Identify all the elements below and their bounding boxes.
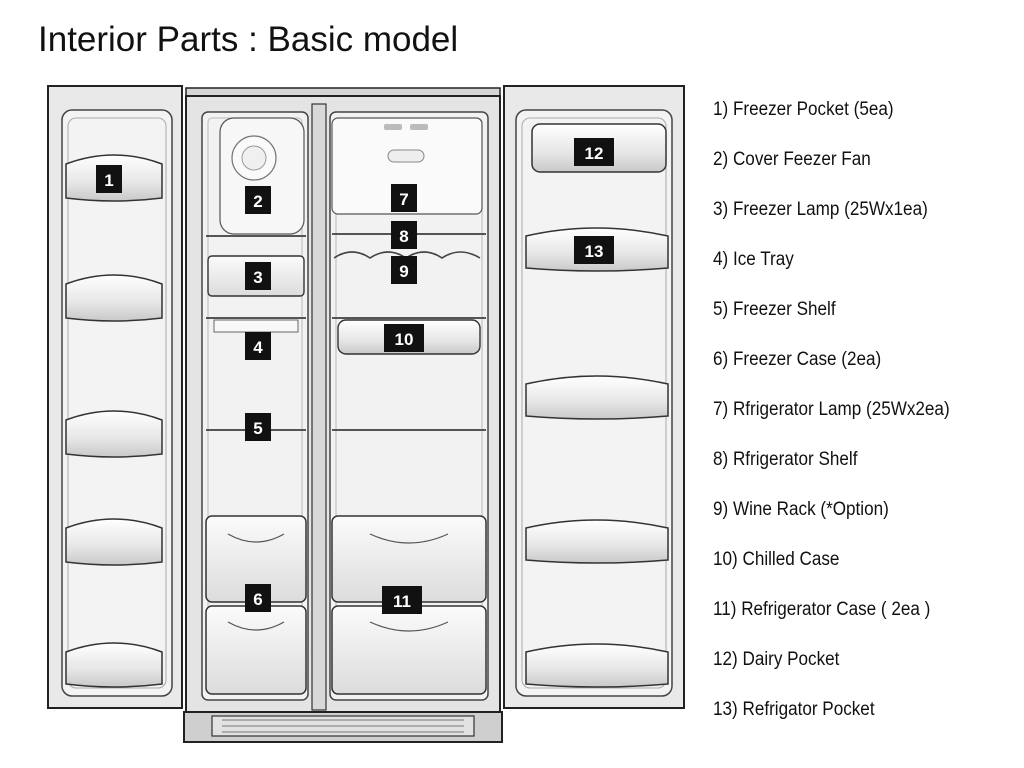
callout-13: 13	[574, 236, 614, 264]
callout-2-label: 2	[253, 192, 262, 211]
callout-11: 11	[382, 586, 422, 614]
legend-item-6: 6) Freezer Case (2ea)	[713, 349, 882, 370]
legend-item-2: 2) Cover Feezer Fan	[713, 149, 871, 170]
legend-item-11: 11) Refrigerator Case ( 2ea )	[713, 599, 931, 620]
callout-3: 3	[245, 262, 271, 290]
callout-1-label: 1	[104, 171, 113, 190]
legend-item-12: 12) Dairy Pocket	[713, 649, 840, 670]
legend-item-9: 9) Wine Rack (*Option)	[713, 499, 889, 520]
callout-12: 12	[574, 138, 614, 166]
legend-item-10: 10) Chilled Case	[713, 549, 840, 570]
callout-2: 2	[245, 186, 271, 214]
callout-6-label: 6	[253, 590, 262, 609]
callout-9: 9	[391, 256, 417, 284]
callout-5-label: 5	[253, 419, 262, 438]
parts-legend: 1) Freezer Pocket (5ea) 2) Cover Feezer …	[713, 96, 976, 746]
legend-item-3: 3) Freezer Lamp (25Wx1ea)	[713, 199, 928, 220]
callout-7-label: 7	[399, 190, 408, 209]
legend-item-1: 1) Freezer Pocket (5ea)	[713, 99, 894, 120]
callout-11-label: 11	[393, 592, 411, 611]
callout-3-label: 3	[253, 268, 262, 287]
callout-4-label: 4	[253, 338, 263, 357]
callout-12-label: 12	[585, 144, 604, 163]
callout-8-label: 8	[399, 227, 408, 246]
callout-10: 10	[384, 324, 424, 352]
legend-item-7: 7) Rfrigerator Lamp (25Wx2ea)	[713, 399, 950, 420]
refrigerator-compartment	[329, 111, 489, 701]
callout-6: 6	[245, 584, 271, 612]
callout-1: 1	[96, 165, 122, 193]
legend-item-13: 13) Refrigator Pocket	[713, 699, 875, 720]
freezer-door-bins	[65, 154, 163, 688]
callout-9-label: 9	[399, 262, 408, 281]
callout-5: 5	[245, 413, 271, 441]
callout-8: 8	[391, 221, 417, 249]
legend-item-8: 8) Rfrigerator Shelf	[713, 449, 858, 470]
legend-item-5: 5) Freezer Shelf	[713, 299, 836, 320]
callout-4: 4	[245, 332, 271, 360]
callout-10-label: 10	[395, 330, 414, 349]
callout-13-label: 13	[585, 242, 604, 261]
legend-item-4: 4) Ice Tray	[713, 249, 794, 270]
callout-7: 7	[391, 184, 417, 212]
page-title: Interior Parts : Basic model	[38, 20, 459, 59]
